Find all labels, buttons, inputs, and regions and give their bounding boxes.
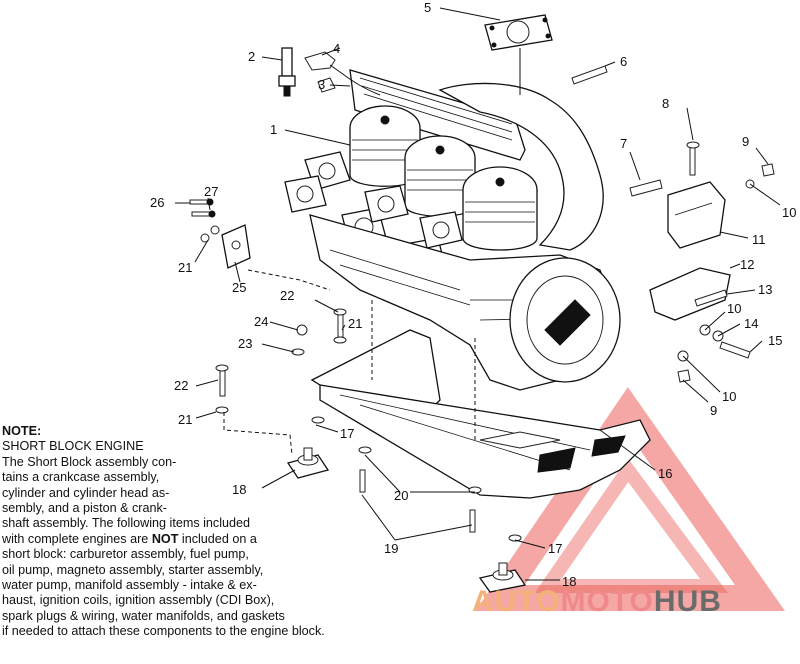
short-block-note: NOTE: SHORT BLOCK ENGINE The Short Block… xyxy=(2,424,412,640)
callout-11: 11 xyxy=(752,232,766,247)
note-line: The Short Block assembly con- xyxy=(2,454,177,469)
callout-24: 24 xyxy=(254,314,268,329)
note-subheading: SHORT BLOCK ENGINE xyxy=(2,439,144,454)
callout-12: 12 xyxy=(740,257,754,272)
bolts-and-washers xyxy=(215,308,476,533)
callout-4: 4 xyxy=(333,41,340,56)
watermark-logo-text: AUTOMOTOHUB xyxy=(472,585,722,618)
exhaust-gasket xyxy=(484,14,553,51)
note-line: shaft assembly. The following items incl… xyxy=(2,516,251,531)
callout-2: 2 xyxy=(248,49,255,64)
callout-19: 19 xyxy=(384,541,398,556)
note-not-prefix: with complete engines are xyxy=(2,531,152,546)
callout-10-middle: 10 xyxy=(727,301,741,316)
callout-1: 1 xyxy=(270,122,277,137)
cylinder-3 xyxy=(462,166,538,251)
callout-21-left: 21 xyxy=(178,260,192,275)
callout-13: 13 xyxy=(758,282,772,297)
note-line: short block: carburetor assembly, fuel p… xyxy=(2,547,249,562)
callout-3: 3 xyxy=(318,77,325,92)
callout-25: 25 xyxy=(232,280,246,295)
spark-plug xyxy=(278,47,296,97)
note-line: cylinder and cylinder head as- xyxy=(2,485,170,500)
magneto-housing xyxy=(509,257,621,383)
cylinder-2 xyxy=(404,135,476,217)
note-line: if needed to attach these components to … xyxy=(2,624,325,639)
callout-21-lower: 21 xyxy=(178,412,192,427)
note-not-bold: NOT xyxy=(151,531,179,546)
watermark-auto: AUTO xyxy=(472,585,560,618)
engine-assembly xyxy=(278,14,621,391)
callout-26: 26 xyxy=(150,195,164,210)
engine-mount-plate xyxy=(310,329,651,499)
callout-16: 16 xyxy=(658,466,672,481)
callout-20: 20 xyxy=(394,488,408,503)
callout-10-lower: 10 xyxy=(722,389,736,404)
note-line: haust, ignition coils, ignition assembly… xyxy=(2,593,275,608)
callout-8: 8 xyxy=(662,96,669,111)
left-bracket xyxy=(189,198,251,269)
callout-10-upper: 10 xyxy=(782,205,796,220)
note-line: tains a crankcase assembly, xyxy=(2,470,160,485)
watermark-moto: MOTO xyxy=(560,585,653,618)
note-line: water pump, manifold assembly - intake &… xyxy=(2,578,257,593)
callout-labels: 1 2 3 4 5 6 7 8 9 9 10 10 10 11 12 13 14… xyxy=(150,0,796,589)
callout-9-lower: 9 xyxy=(710,403,717,418)
callout-18-right: 18 xyxy=(562,574,576,589)
callout-17-lower: 17 xyxy=(548,541,562,556)
note-line: oil pump, magneto assembly, starter asse… xyxy=(2,562,264,577)
callout-14: 14 xyxy=(744,316,758,331)
svg-text:AUTOMOTOHUB: AUTOMOTOHUB xyxy=(472,585,722,618)
cylinder-1 xyxy=(349,105,421,187)
callout-7: 7 xyxy=(620,136,627,151)
note-line-not: with complete engines are NOT included o… xyxy=(2,532,412,547)
engine-mounts xyxy=(286,416,527,593)
callout-6: 6 xyxy=(620,54,627,69)
callout-22-upper: 22 xyxy=(280,288,294,303)
callout-22-lower: 22 xyxy=(174,378,188,393)
note-heading: NOTE: xyxy=(2,424,42,438)
callout-21-middle: 21 xyxy=(348,316,362,331)
callout-23: 23 xyxy=(238,336,252,351)
callout-5: 5 xyxy=(424,0,431,15)
watermark-logo-triangle xyxy=(475,387,786,611)
callout-15: 15 xyxy=(768,333,782,348)
note-line: spark plugs & wiring, water manifolds, a… xyxy=(2,608,285,623)
callout-9-upper: 9 xyxy=(742,134,749,149)
note-not-suffix: included on a xyxy=(178,531,257,546)
note-line: sembly, and a piston & crank- xyxy=(2,501,167,516)
callout-17-upper: 17 xyxy=(340,426,354,441)
callout-27: 27 xyxy=(204,184,218,199)
watermark-hub: HUB xyxy=(654,585,722,618)
leader-lines xyxy=(175,7,781,581)
callout-18-left: 18 xyxy=(232,482,246,497)
